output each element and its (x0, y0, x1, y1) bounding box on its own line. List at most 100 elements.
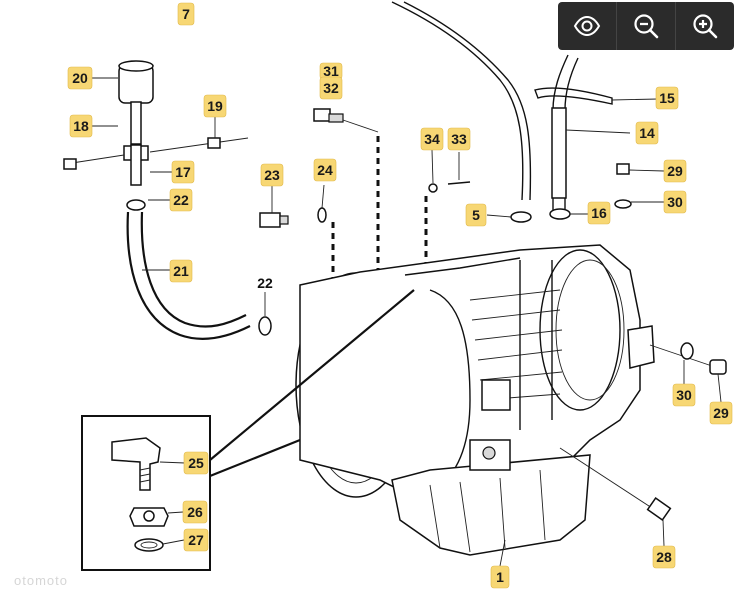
callout-19: 19 (203, 94, 227, 118)
zoom-in-button[interactable] (676, 2, 734, 50)
hose-clip-upper (126, 199, 146, 211)
svg-text:26: 26 (187, 504, 203, 520)
callout-29-lower: 29 (709, 401, 733, 425)
washer-34 (428, 183, 438, 193)
svg-text:32: 32 (323, 80, 339, 96)
nut-26-hole (143, 510, 155, 522)
svg-text:21: 21 (173, 263, 189, 279)
svg-text:24: 24 (317, 162, 333, 178)
callout-25: 25 (183, 451, 209, 475)
callout-28: 28 (652, 545, 676, 569)
bolt-shaft (71, 154, 125, 164)
svg-text:33: 33 (451, 131, 467, 147)
callout-33: 33 (447, 127, 471, 151)
callout-14: 14 (635, 121, 659, 145)
svg-text:19: 19 (207, 98, 223, 114)
cable-upper-inner (403, 1, 532, 201)
transmission-housing (295, 244, 655, 556)
svg-text:23: 23 (264, 167, 280, 183)
bolt-33 (447, 181, 471, 185)
hose (126, 211, 251, 340)
eye-icon (573, 15, 601, 37)
washer-30-upper (614, 199, 632, 209)
svg-text:25: 25 (188, 455, 204, 471)
washer-30-lower (680, 342, 694, 360)
zoom-out-icon (634, 14, 659, 39)
viewer-toolbar (558, 2, 734, 50)
elbow-threads (139, 467, 151, 483)
plug-29-upper (616, 163, 630, 175)
svg-text:5: 5 (472, 207, 480, 223)
svg-text:15: 15 (659, 90, 675, 106)
plain-label-22: 22 (257, 275, 273, 291)
plug-line (649, 344, 713, 367)
svg-text:17: 17 (175, 164, 191, 180)
svg-text:29: 29 (713, 405, 729, 421)
svg-text:30: 30 (676, 387, 692, 403)
callout-7: 7 (177, 2, 195, 26)
detail-link-line (209, 289, 415, 461)
callout-31: 31 (319, 62, 343, 80)
nut-line (149, 137, 249, 153)
svg-text:1: 1 (496, 569, 504, 585)
callout-23: 23 (260, 163, 284, 187)
callout-27: 27 (183, 528, 209, 552)
plug-29-lower (709, 359, 727, 375)
washer-27 (134, 538, 164, 552)
washer-24 (317, 207, 327, 223)
callout-24: 24 (313, 158, 337, 182)
callout-16: 16 (587, 201, 611, 225)
svg-text:27: 27 (188, 532, 204, 548)
callout-21: 21 (169, 259, 193, 283)
fitting-32 (313, 108, 331, 122)
clamp-strap (534, 87, 613, 105)
callout-15: 15 (655, 86, 679, 110)
svg-text:7: 7 (182, 6, 190, 22)
zoom-in-icon (693, 14, 718, 39)
callout-17: 17 (171, 160, 195, 184)
svg-text:14: 14 (639, 125, 655, 141)
hose-clip-lower (258, 316, 272, 336)
callout-5: 5 (465, 203, 487, 227)
svg-text:29: 29 (667, 163, 683, 179)
breather-cap-top (118, 60, 154, 72)
leader-lines (92, 77, 722, 567)
callout-29-upper: 29 (663, 159, 687, 183)
eye-button[interactable] (558, 2, 617, 50)
dipstick-hose-section (551, 107, 567, 199)
dipstick-tube-inner (564, 57, 579, 210)
svg-text:18: 18 (73, 118, 89, 134)
svg-text:20: 20 (72, 70, 88, 86)
zoom-out-button[interactable] (617, 2, 676, 50)
sensor-28 (646, 497, 672, 521)
fitting-32-thread (328, 113, 344, 123)
watermark: otomoto (14, 573, 68, 588)
sensor-28-line (559, 447, 653, 509)
svg-text:31: 31 (323, 63, 339, 79)
fitting-23-thread (279, 215, 289, 225)
callout-20: 20 (67, 66, 93, 90)
svg-text:22: 22 (173, 192, 189, 208)
svg-text:34: 34 (424, 131, 440, 147)
svg-text:30: 30 (667, 194, 683, 210)
callout-1: 1 (490, 565, 510, 589)
breather-stem (130, 101, 142, 145)
cable-upper (391, 1, 524, 201)
elbow-fitting (111, 437, 161, 491)
detail-link-line-2 (209, 438, 301, 478)
callout-18: 18 (69, 114, 93, 138)
clamp-5 (510, 211, 532, 223)
nut-19-part (207, 137, 221, 149)
fitting-23 (259, 212, 281, 228)
tee-body (130, 144, 142, 186)
svg-text:28: 28 (656, 549, 672, 565)
fitting-32-line (342, 119, 379, 133)
callout-32: 32 (319, 76, 343, 100)
bolt-head (63, 158, 77, 170)
callout-34: 34 (420, 127, 444, 151)
washer-27-inner (140, 541, 158, 549)
callout-30-upper: 30 (663, 190, 687, 214)
callout-22: 22 (169, 188, 193, 212)
callout-26: 26 (182, 500, 208, 524)
